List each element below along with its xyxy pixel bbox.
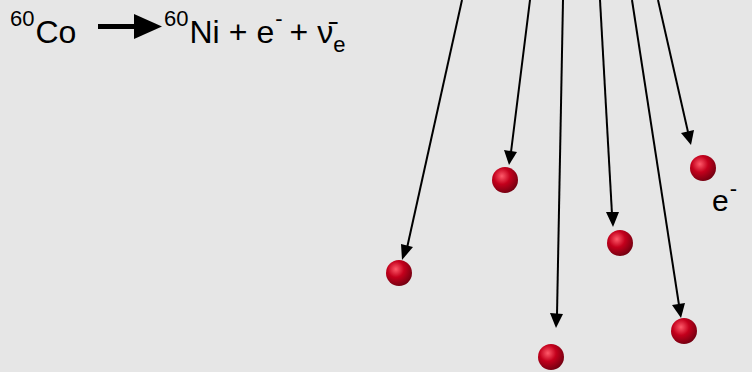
equation-term: 60 bbox=[10, 8, 34, 30]
electrons bbox=[386, 155, 716, 370]
electron-tracks bbox=[407, 0, 688, 315]
reaction-arrow bbox=[98, 14, 162, 39]
equation-term: - bbox=[275, 8, 282, 30]
equation-term: Ni bbox=[189, 16, 219, 48]
electron-label: - bbox=[730, 178, 737, 200]
equation-term: e bbox=[256, 16, 274, 48]
equation-term: + bbox=[229, 16, 248, 48]
electron-label: e bbox=[712, 186, 729, 216]
equation-term: ν̄ bbox=[317, 16, 333, 48]
equation-term: 60 bbox=[164, 8, 188, 30]
equation-term: + bbox=[290, 16, 309, 48]
equation-term: e bbox=[333, 34, 345, 56]
arrowheads bbox=[401, 130, 694, 328]
equation-term: Co bbox=[35, 16, 76, 48]
